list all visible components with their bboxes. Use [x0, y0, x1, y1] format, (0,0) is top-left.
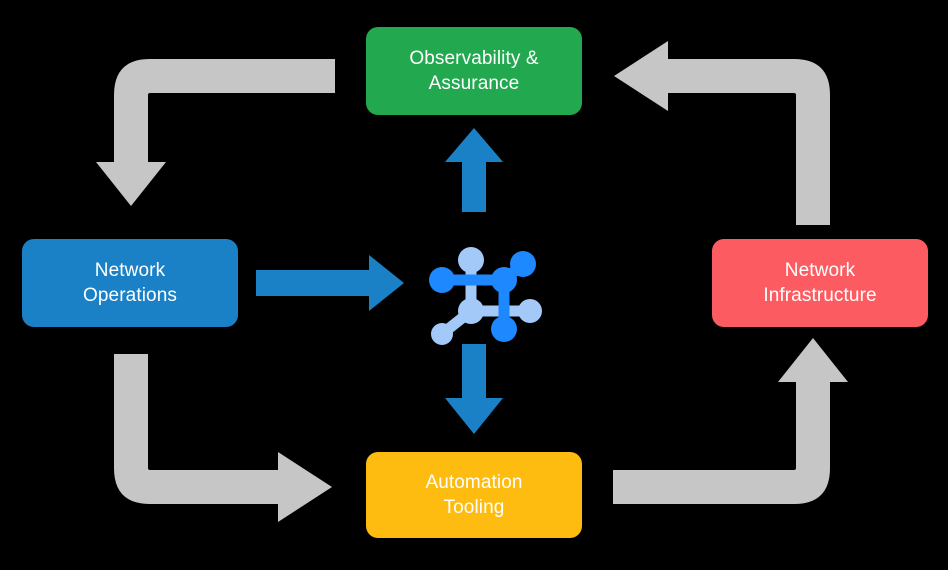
connector-netinfra-to-observability — [614, 41, 830, 225]
connector-center-to-observability — [445, 128, 503, 212]
network-graph-icon — [429, 247, 542, 345]
node-network-infrastructure[interactable]: Network Infrastructure — [712, 239, 928, 327]
node-observability-assurance[interactable]: Observability & Assurance — [366, 27, 582, 115]
connector-observability-to-netops — [96, 59, 335, 206]
connector-automation-to-netinfra — [613, 338, 848, 504]
node-network-operations[interactable]: Network Operations — [22, 239, 238, 327]
network-graph-secondary-nodes — [431, 247, 542, 345]
connector-center-to-automation — [445, 344, 503, 434]
node-automation-tooling[interactable]: Automation Tooling — [366, 452, 582, 538]
network-graph-primary-nodes — [429, 251, 536, 342]
connector-netops-to-automation — [114, 354, 332, 522]
connector-netops-to-center — [256, 255, 404, 311]
